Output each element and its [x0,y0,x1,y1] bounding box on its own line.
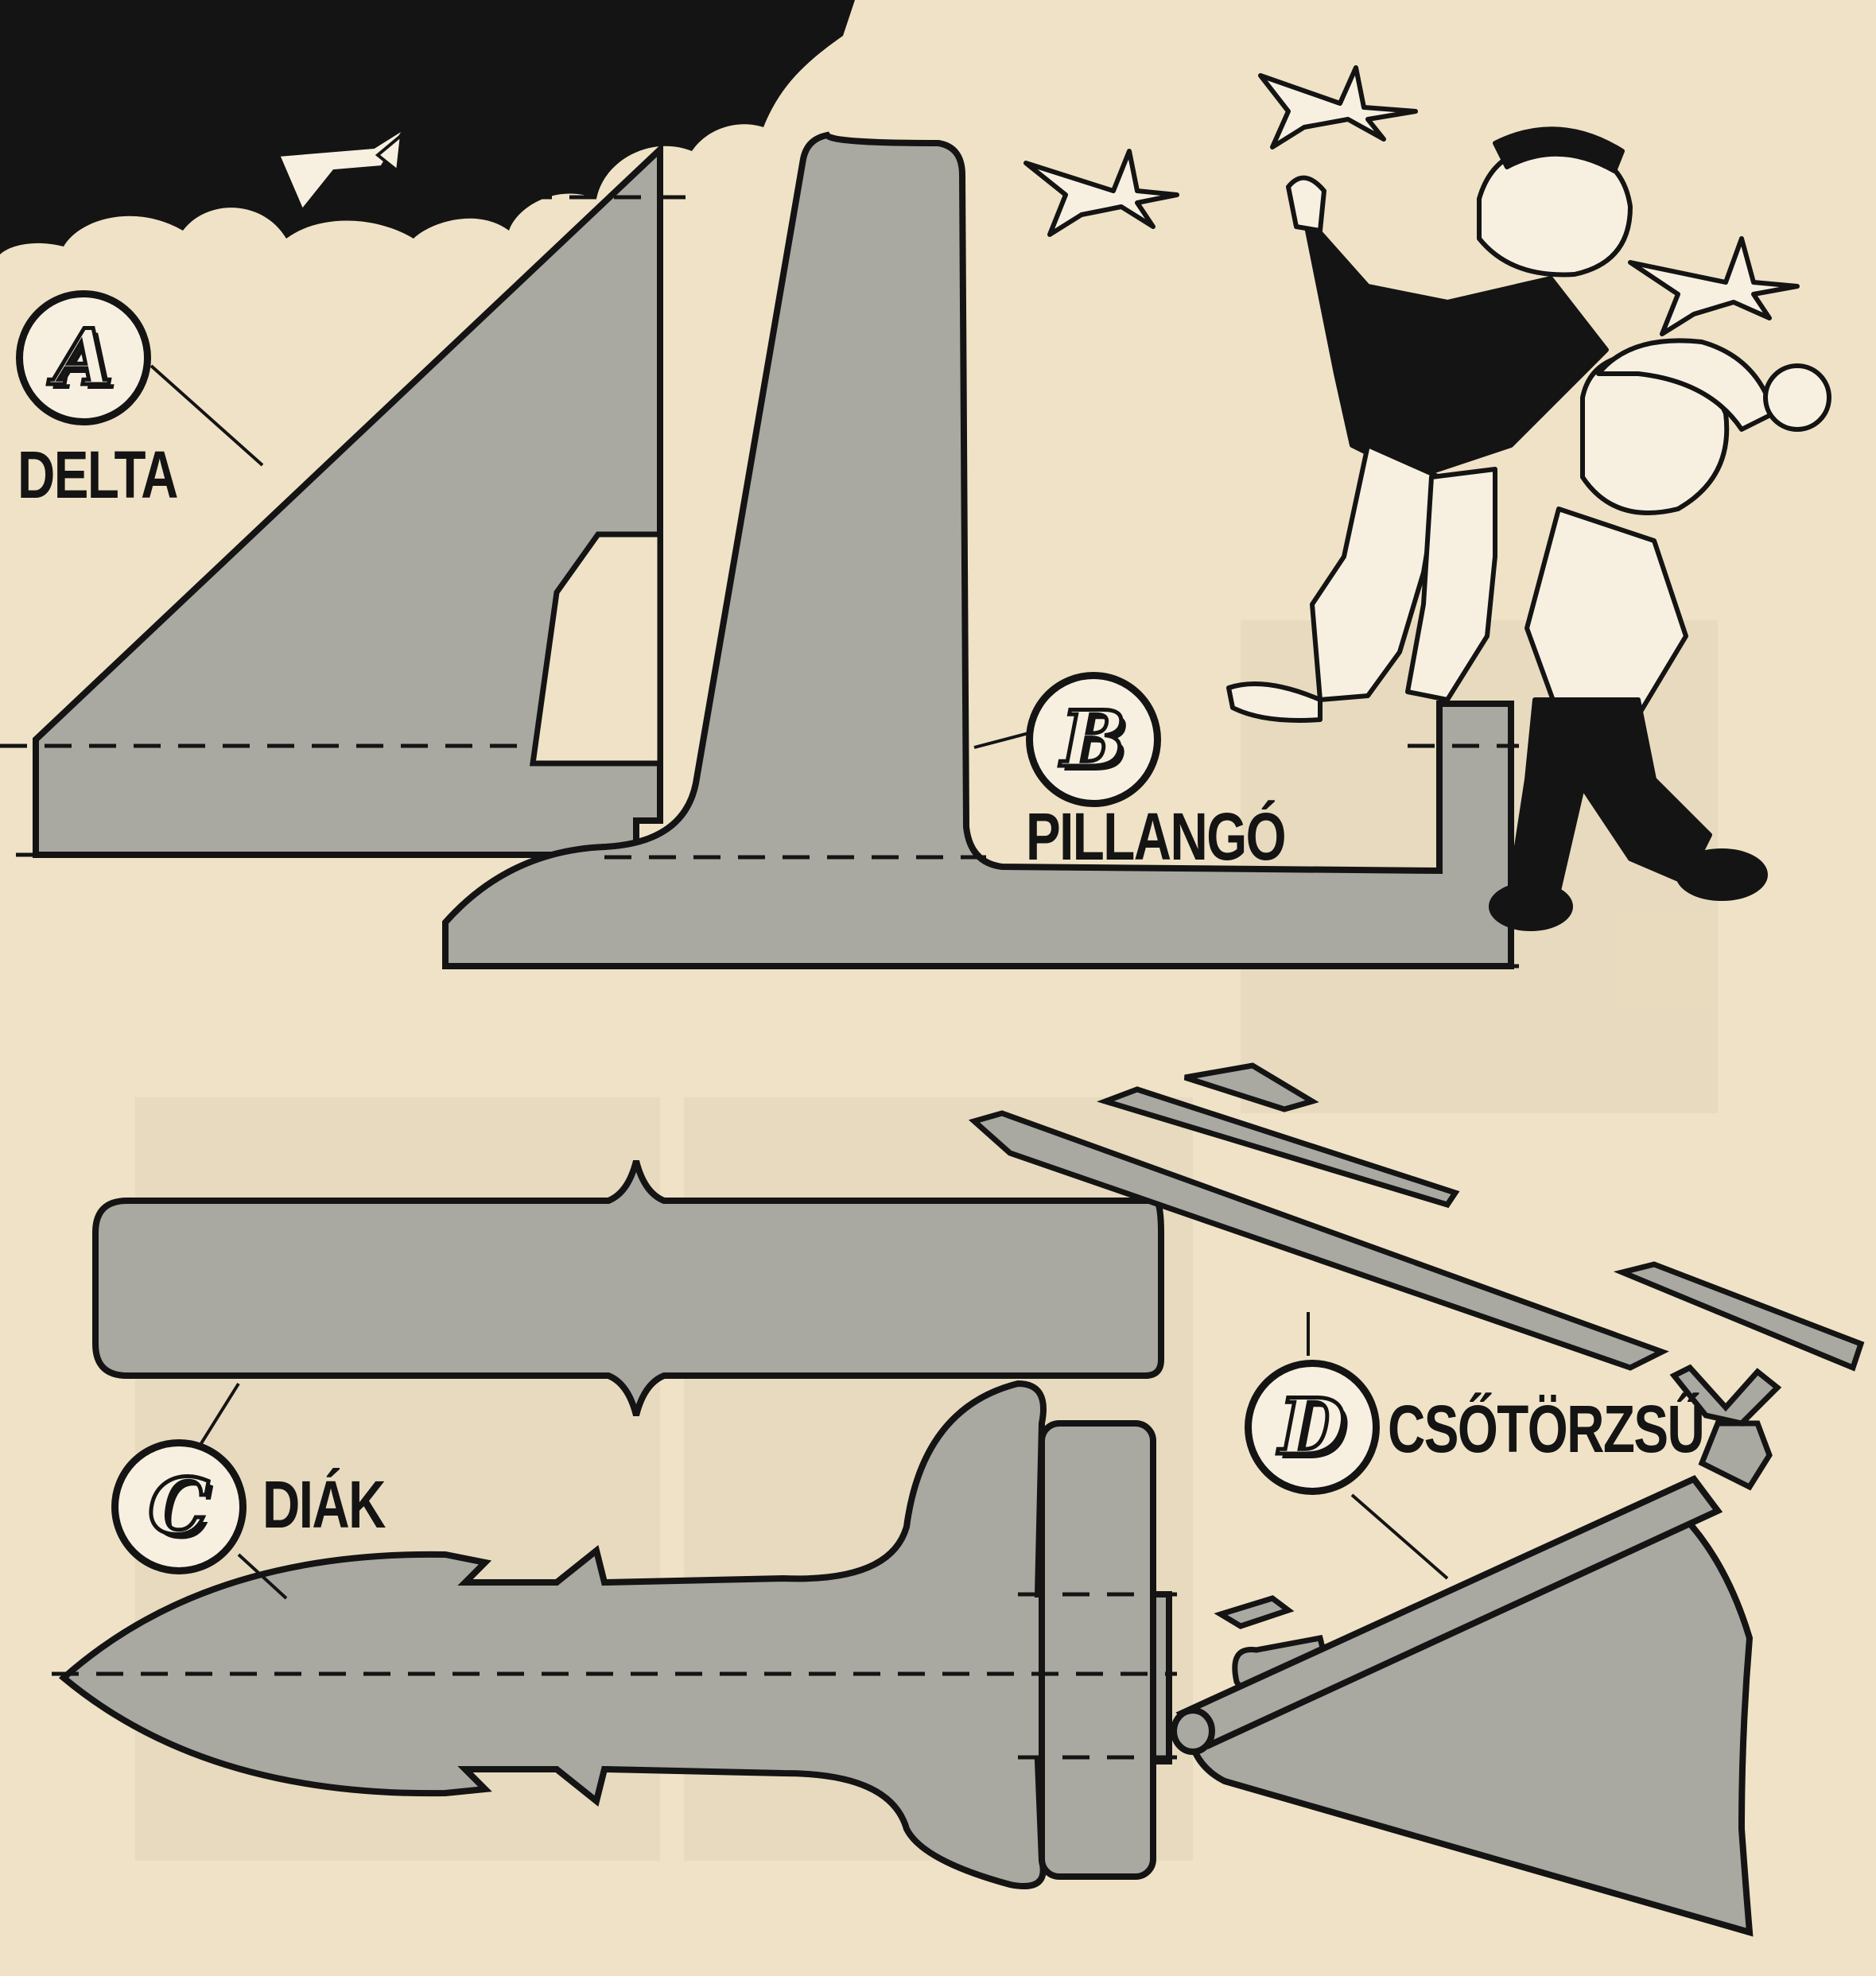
model-d-letter: D [1277,1382,1347,1472]
night-sky-cloud [0,0,855,254]
model-c-letter: C [146,1462,211,1551]
part-d-tube-fuselage [1171,1364,1782,1937]
model-c-badge: C [111,1439,247,1574]
paper-plane-icon [276,126,407,214]
model-a-letter: A [52,313,115,402]
model-a-name: DELTA [17,437,178,512]
part-c-diak-wing [92,1159,1164,1449]
part-b-pillango-wing [442,131,1519,969]
model-c-name: DIÁK [262,1467,386,1542]
model-d-name: CSŐTÖRZSŰ [1388,1392,1705,1466]
model-b-name: PILLANGÓ [1026,799,1287,874]
model-b-badge: B [1026,672,1161,807]
toy-plane-icon [1023,65,1800,336]
father-and-son-cartoon [1023,65,1831,931]
model-a-badge: A [16,290,151,425]
model-b-letter: B [1059,694,1128,784]
model-d-badge: D [1245,1360,1380,1495]
part-c-diak-fuselage [52,1380,1177,1889]
